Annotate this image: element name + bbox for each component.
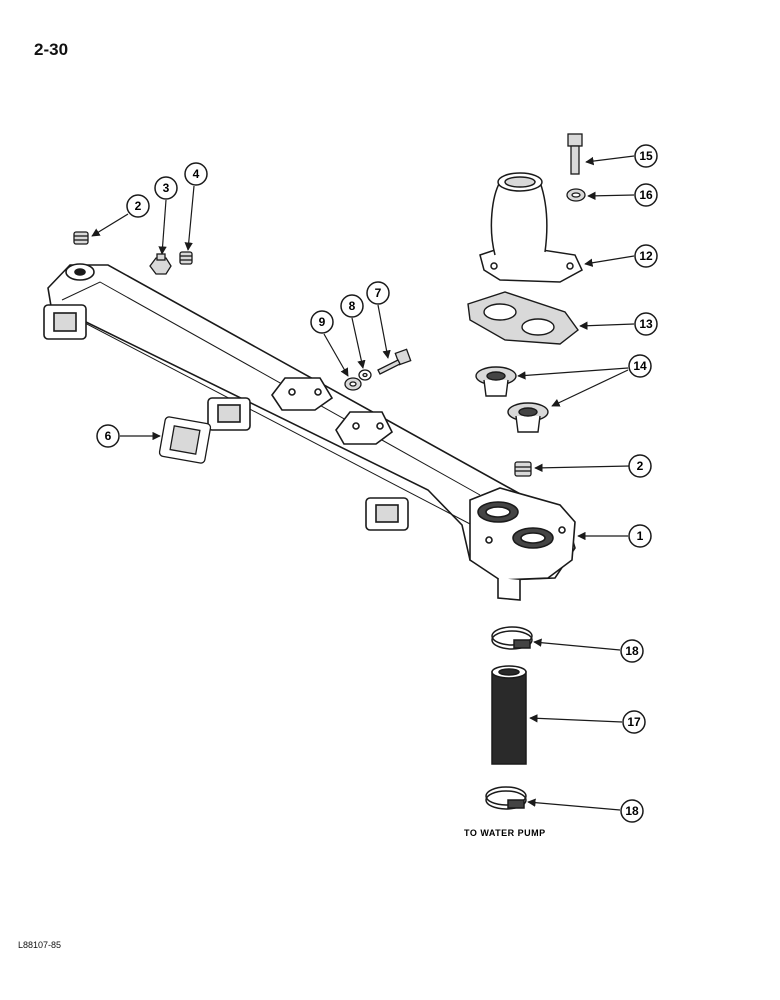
callout-14: 14	[628, 354, 652, 378]
svg-text:15: 15	[639, 149, 653, 163]
callout-1: 1	[628, 524, 652, 548]
callout-2-lower: 2	[628, 454, 652, 478]
washer-part-9	[344, 377, 362, 391]
page-number: 2-30	[34, 40, 69, 59]
svg-text:2: 2	[637, 459, 644, 473]
svg-text:16: 16	[639, 188, 653, 202]
svg-text:8: 8	[349, 299, 356, 313]
svg-text:9: 9	[319, 315, 326, 329]
plug-part-4	[179, 251, 193, 265]
svg-text:2: 2	[135, 199, 142, 213]
plug-part-2-lower	[514, 461, 532, 477]
gasket-part-13	[467, 291, 579, 345]
callout-18-upper: 18	[620, 639, 644, 663]
thermostat-part-14-b	[507, 402, 549, 433]
callout-12: 12	[634, 244, 658, 268]
svg-text:17: 17	[627, 715, 641, 729]
hose-clamp-part-18-lower	[485, 786, 527, 810]
callout-2-upper: 2	[126, 194, 150, 218]
svg-text:7: 7	[375, 286, 382, 300]
svg-text:14: 14	[633, 359, 647, 373]
lock-washer-part-8	[358, 369, 372, 381]
hose-clamp-part-18-upper	[491, 626, 533, 650]
svg-text:18: 18	[625, 644, 639, 658]
bolt-part-7	[377, 348, 412, 375]
callout-4: 4	[184, 162, 208, 186]
svg-text:1: 1	[637, 529, 644, 543]
to-water-pump-note: TO WATER PUMP	[464, 828, 546, 838]
callout-18-lower: 18	[620, 799, 644, 823]
water-outlet-part-12	[479, 172, 583, 283]
svg-text:18: 18	[625, 804, 639, 818]
callout-6: 6	[96, 424, 120, 448]
callout-13: 13	[634, 312, 658, 336]
svg-text:4: 4	[193, 167, 200, 181]
callout-17: 17	[622, 710, 646, 734]
callout-8: 8	[340, 294, 364, 318]
plug-part-2-upper	[73, 231, 89, 245]
svg-text:12: 12	[639, 249, 653, 263]
gasket-part-6	[158, 416, 212, 464]
callout-16: 16	[634, 183, 658, 207]
leader-lines	[91, 155, 635, 811]
svg-text:13: 13	[639, 317, 653, 331]
callout-3: 3	[154, 176, 178, 200]
thermostat-part-14-a	[475, 366, 517, 397]
svg-text:3: 3	[163, 181, 170, 195]
hose-part-17	[491, 665, 527, 765]
callout-15: 15	[634, 144, 658, 168]
figure-code: L88107-85	[18, 940, 62, 950]
fitting-part-3	[149, 253, 172, 275]
water-manifold	[43, 263, 576, 601]
lock-washer-part-16	[566, 188, 586, 202]
callout-7: 7	[366, 281, 390, 305]
callout-9: 9	[310, 310, 334, 334]
svg-text:6: 6	[105, 429, 112, 443]
bolt-part-15	[567, 133, 583, 175]
